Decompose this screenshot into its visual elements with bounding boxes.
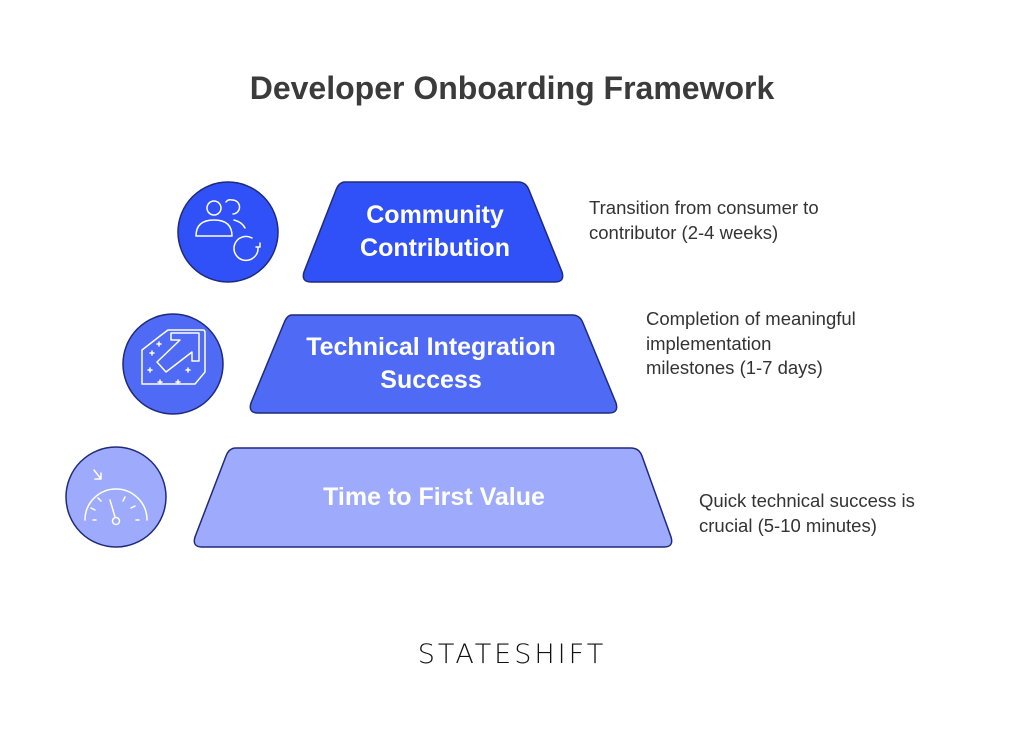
level-description-technical: Completion of meaningful implementation … [646, 308, 856, 378]
stateshift-logo: STATESHIFT [417, 639, 607, 670]
level-label-time: Time to First Value [323, 483, 545, 511]
arrow-upgrade-icon [141, 329, 206, 385]
time-circle [65, 446, 167, 548]
level-label-community: Community Contribution [360, 201, 510, 262]
level-shape-time [193, 447, 673, 548]
level-label-technical: Technical Integration Success [306, 333, 556, 394]
level-shape-technical [249, 314, 618, 414]
community-circle [177, 181, 279, 283]
technical-circle [122, 313, 224, 415]
level-shape-community [302, 181, 564, 283]
level-description-time: Quick technical success is crucial (5-10… [699, 490, 915, 536]
level-description-community: Transition from consumer to contributor … [589, 197, 819, 243]
community-refresh-icon [195, 199, 261, 262]
speedometer-icon [84, 469, 148, 526]
page-title: Developer Onboarding Framework [249, 70, 775, 106]
